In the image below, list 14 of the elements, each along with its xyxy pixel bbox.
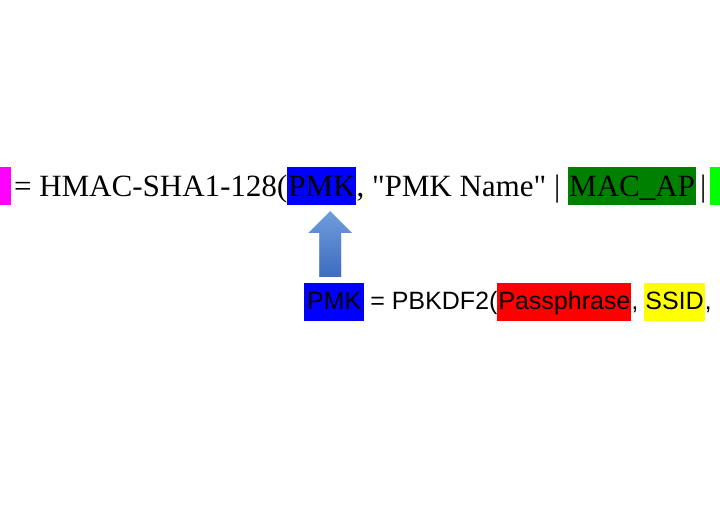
- highlighted-term: SSID: [644, 283, 705, 321]
- highlighted-term: Passphrase: [497, 283, 632, 321]
- cut-off-highlight: [0, 167, 11, 205]
- formula-text: , "PMK Name" |: [356, 166, 562, 205]
- formula-text: |: [698, 166, 708, 205]
- cut-off-highlight: [710, 167, 720, 205]
- formula-text: ,: [704, 286, 712, 318]
- highlighted-term: PMK: [287, 167, 356, 205]
- highlighted-term: PMK: [304, 283, 364, 321]
- highlighted-term: MAC_AP: [568, 167, 696, 205]
- formula-text: ,: [631, 286, 640, 318]
- formula-text: = HMAC-SHA1-128(: [13, 166, 288, 205]
- formula-text: = PBKDF2(: [369, 286, 498, 318]
- block-arrow: [308, 211, 352, 277]
